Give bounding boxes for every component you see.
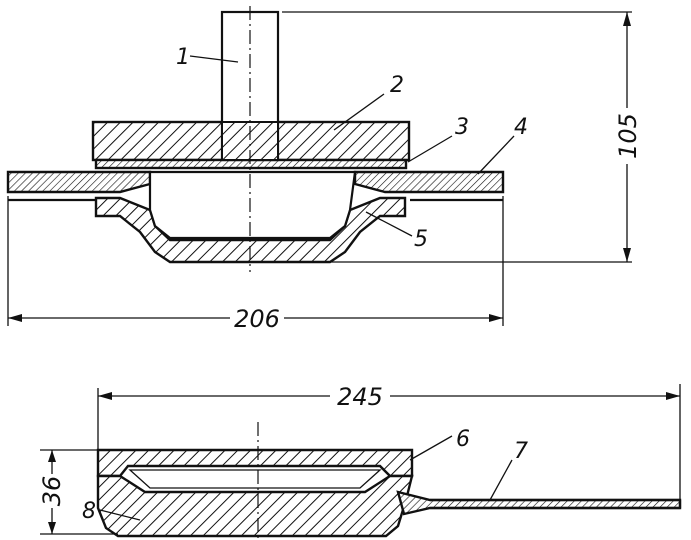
label-part-4: 4: [514, 115, 528, 140]
dimension-206-label: 206: [234, 305, 280, 333]
part-4-sheet: [6, 170, 505, 202]
dimension-36: 36: [38, 449, 118, 535]
label-part-6: 6: [456, 427, 470, 452]
label-part-8: 8: [82, 499, 96, 524]
part-7-handle: [396, 490, 682, 516]
part-3-layer: [94, 158, 408, 170]
dimension-206: 206: [7, 196, 504, 333]
label-part-2: 2: [390, 73, 404, 98]
top-callouts: 1 2 3 4 5: [176, 45, 528, 252]
dimension-36-label: 36: [38, 476, 66, 507]
top-assembly-view: 206 105 1 2 3 4 5: [6, 6, 642, 333]
dimension-245: 245: [97, 383, 681, 500]
label-part-1: 1: [176, 45, 190, 70]
dimension-105: 105: [282, 11, 642, 263]
label-part-3: 3: [455, 115, 469, 140]
bottom-callouts: 6 7 8: [82, 427, 528, 524]
dimension-105-label: 105: [614, 113, 642, 159]
dimension-245-label: 245: [337, 383, 383, 411]
label-part-7: 7: [514, 439, 528, 464]
label-part-5: 5: [414, 227, 428, 252]
bottom-view: 245 36 6 7 8: [38, 383, 682, 540]
part-6-ring: [96, 448, 414, 478]
part-8-base: [96, 474, 414, 538]
